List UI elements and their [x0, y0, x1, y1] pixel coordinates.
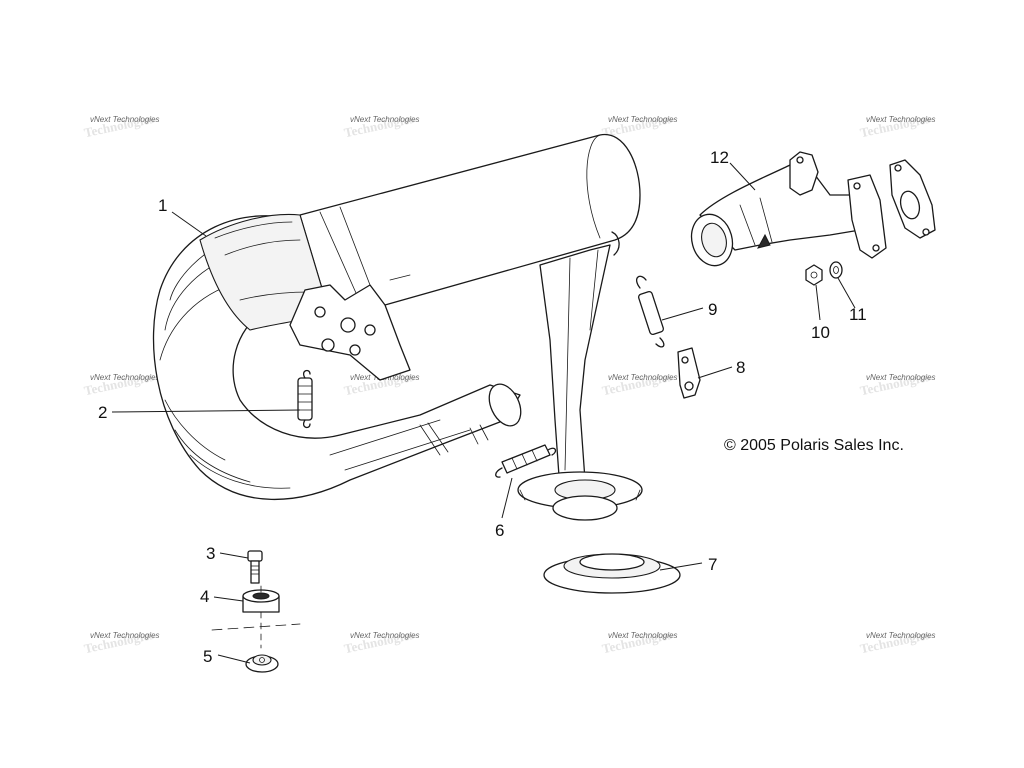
svg-text:vNext Technologies: vNext Technologies	[608, 631, 678, 640]
svg-text:vNext Technologies: vNext Technologies	[350, 115, 420, 124]
svg-text:vNext Technologies: vNext Technologies	[866, 115, 936, 124]
part-11-washer	[829, 261, 843, 279]
watermark: Technologies vNext Technologies	[601, 369, 678, 398]
svg-text:vNext Technologies: vNext Technologies	[90, 631, 160, 640]
part-7-grommet	[543, 553, 681, 594]
leader-lines	[111, 162, 856, 664]
callout-5: 5	[203, 647, 212, 666]
copyright-notice: © 2005 Polaris Sales Inc.	[724, 437, 904, 454]
part-9-spring	[636, 275, 665, 348]
part-8-bracket	[677, 347, 701, 399]
part-12-manifold	[690, 151, 936, 267]
svg-text:vNext Technologies: vNext Technologies	[608, 373, 678, 382]
callout-9: 9	[708, 300, 717, 319]
watermark: Technologies vNext Technologies	[83, 369, 160, 398]
watermark: Technologies vNext Technologies	[83, 627, 160, 656]
svg-text:vNext Technologies: vNext Technologies	[866, 631, 936, 640]
svg-text:vNext Technologies: vNext Technologies	[608, 115, 678, 124]
part-1-muffler	[152, 134, 643, 521]
callout-4: 4	[200, 587, 209, 606]
watermark: Technologies vNext Technologies	[343, 111, 420, 140]
watermark: Technologies vNext Technologies	[859, 369, 936, 398]
callout-1: 1	[158, 196, 167, 215]
callout-3: 3	[206, 544, 215, 563]
svg-text:vNext Technologies: vNext Technologies	[90, 373, 160, 382]
callout-10: 10	[811, 323, 830, 342]
callout-2: 2	[98, 403, 107, 422]
part-10-nut	[805, 264, 823, 286]
part-5-flange-nut	[245, 654, 279, 673]
callout-7: 7	[708, 555, 717, 574]
part-3-bolt	[247, 550, 263, 584]
part-6-spring	[495, 444, 557, 478]
watermark: Technologies vNext Technologies	[859, 627, 936, 656]
callout-12: 12	[710, 148, 729, 167]
svg-text:vNext Technologies: vNext Technologies	[866, 373, 936, 382]
callout-labels: 1 2 3 4 5 6 7 8 9 10 11 12	[98, 148, 867, 666]
watermark: Technologies vNext Technologies	[343, 627, 420, 656]
watermark: Technologies vNext Technologies	[601, 627, 678, 656]
svg-text:vNext Technologies: vNext Technologies	[90, 115, 160, 124]
watermark: Technologies vNext Technologies	[83, 111, 160, 140]
callout-8: 8	[736, 358, 745, 377]
svg-text:vNext Technologies: vNext Technologies	[350, 631, 420, 640]
callout-11: 11	[849, 305, 867, 324]
watermark: Technologies vNext Technologies	[859, 111, 936, 140]
part-4-bushing	[242, 589, 280, 613]
part-2-spring	[297, 369, 313, 429]
callout-6: 6	[495, 521, 504, 540]
